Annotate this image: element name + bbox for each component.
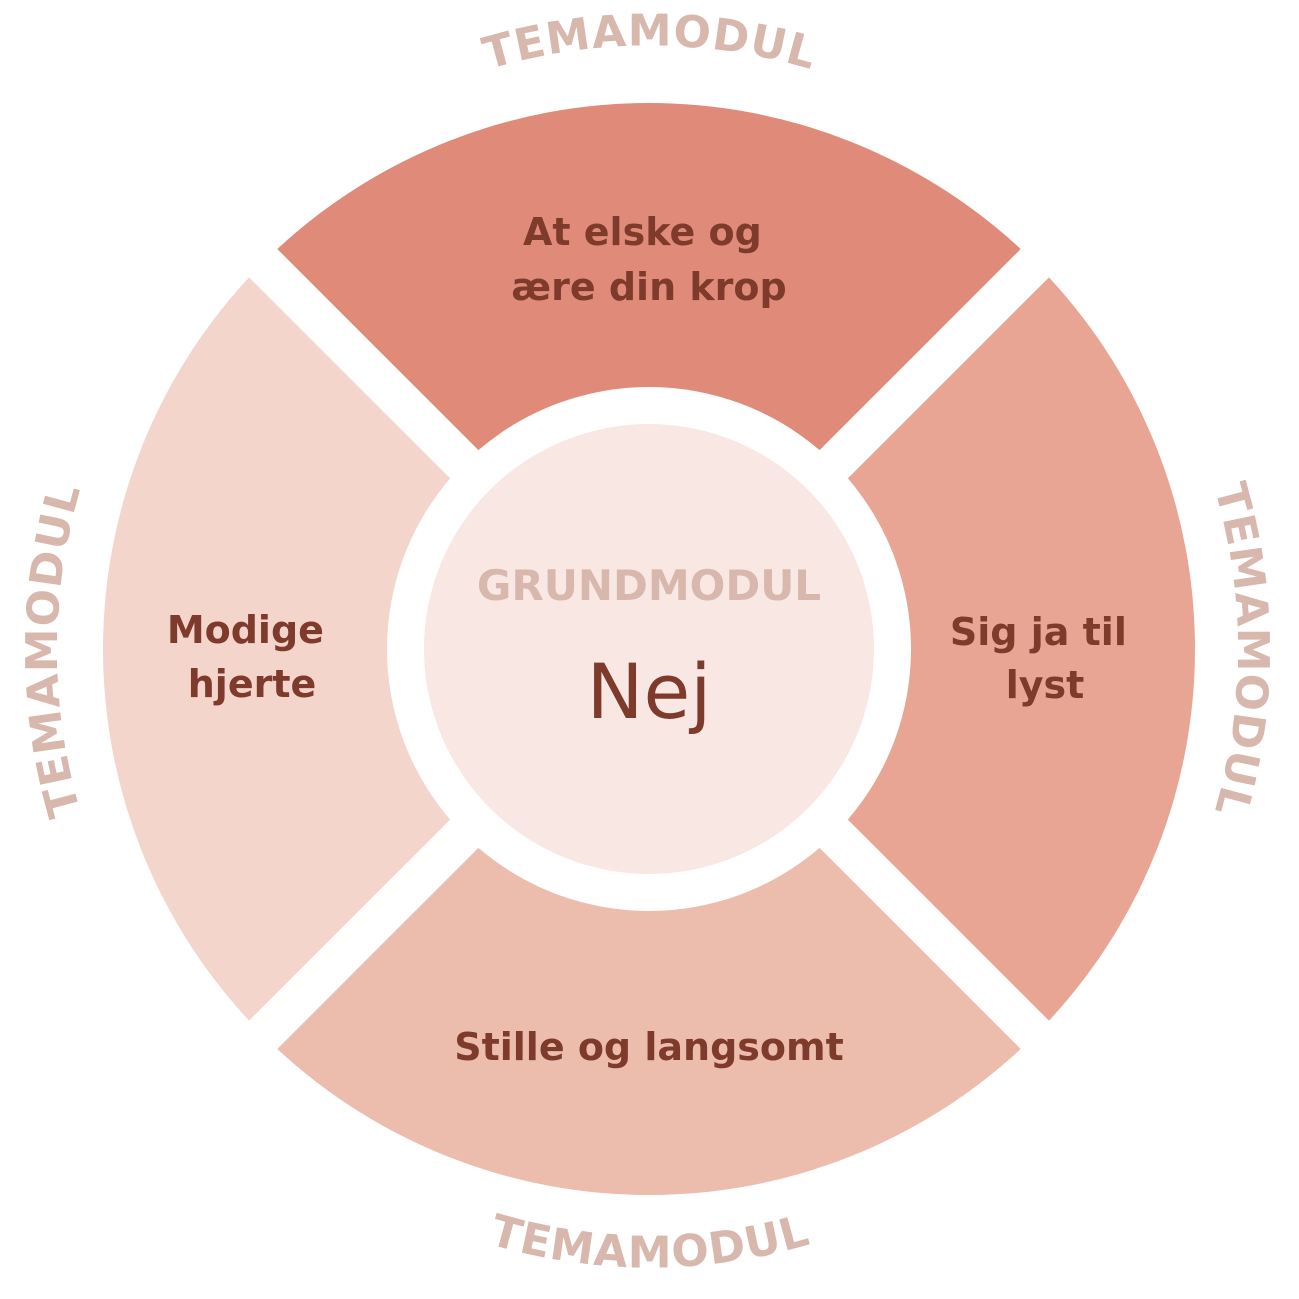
- segment-right-label: Sig ja til lyst: [950, 610, 1140, 707]
- center-circle: [424, 424, 874, 874]
- ring-label-bottom: TEMAMODUL: [485, 1205, 815, 1278]
- ring-label-left: TEMAMODUL: [17, 478, 91, 823]
- segment-left-label: Modige hjerte: [167, 608, 337, 706]
- segment-bottom-label: Stille og langsomt: [454, 1025, 844, 1069]
- center-subtitle: GRUNDMODUL: [477, 561, 821, 610]
- segment-top-at-elske: [277, 103, 1021, 451]
- ring-label-top: TEMAMODUL: [478, 6, 823, 80]
- segment-right-sig-ja: [847, 277, 1195, 1021]
- center-title: Nej: [587, 647, 712, 736]
- segment-top-label: At elske og ære din krop: [511, 210, 786, 309]
- segment-bottom-stille: [277, 847, 1021, 1195]
- ring-label-right: TEMAMODUL: [1204, 478, 1278, 823]
- segment-left-modige: [102, 277, 451, 1021]
